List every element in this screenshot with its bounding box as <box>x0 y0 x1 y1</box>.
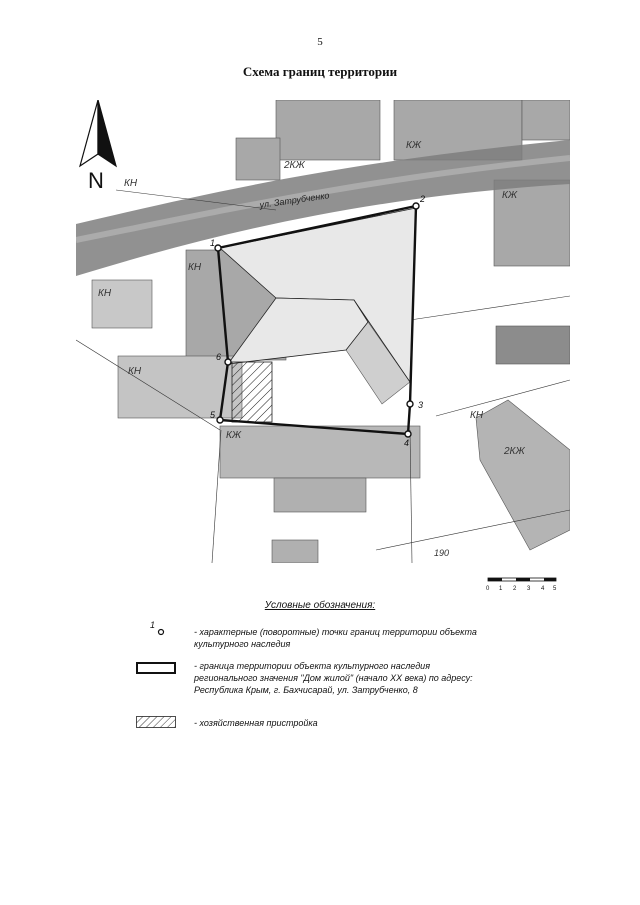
parcel-label-kzh-top: КЖ <box>406 140 422 151</box>
scale-tick-1: 1 <box>499 586 503 592</box>
building-corner <box>521 100 570 141</box>
north-arrow-icon <box>78 100 118 168</box>
scale-tick-4: 4 <box>541 586 545 592</box>
point-2 <box>412 202 420 210</box>
legend-title: Условные обозначения: <box>264 600 376 611</box>
point-6 <box>224 358 232 366</box>
building-top-center <box>275 100 381 161</box>
scale-tick-3: 3 <box>527 586 531 592</box>
point-label-3: 3 <box>418 400 423 410</box>
street-lane <box>76 155 570 243</box>
outbuilding-hatch <box>231 361 273 423</box>
parcel-label-kn-right: КН <box>470 410 484 421</box>
parcel-label-kn-left: КН <box>98 288 112 299</box>
contour-label: 190 <box>434 548 449 558</box>
parcel-label-kzh-right: КЖ <box>502 190 518 201</box>
cadastral-lines <box>76 189 570 563</box>
point-label-2: 2 <box>419 194 425 204</box>
parcel-label-kzh-south: КЖ <box>226 430 242 441</box>
point-label-1: 1 <box>210 238 215 248</box>
legend-text-hatch: - хозяйственная пристройка <box>194 718 318 728</box>
page-number: 5 <box>317 36 323 48</box>
scale-tick-5: 5 <box>553 586 557 592</box>
parcel-label-kn-house: КН <box>188 262 202 273</box>
building-bottom <box>271 539 319 563</box>
scale-bar: 0 1 2 3 4 5 <box>486 576 560 596</box>
building-right <box>493 179 570 267</box>
map-canvas: 1 2 3 4 5 6 N ул. Затрубченко КН 2КЖ КЖ … <box>76 100 570 563</box>
scale-tick-2: 2 <box>513 586 517 592</box>
parcel-2kzh-right <box>475 399 570 551</box>
point-label-5: 5 <box>210 410 216 420</box>
point-4 <box>404 430 412 438</box>
building-south <box>273 477 367 513</box>
building-top-left <box>235 137 281 181</box>
legend-text-point: - характерные (поворотные) точки границ … <box>194 627 477 649</box>
parcel-kzh-south <box>219 425 421 479</box>
boundary-box-icon <box>136 662 176 674</box>
point-marker-icon: 1 <box>150 620 170 640</box>
parcel-label-2kzh-top: 2КЖ <box>283 160 305 171</box>
legend-text-boundary: - граница территории объекта культурного… <box>194 661 473 695</box>
point-label-6: 6 <box>216 352 221 362</box>
parcel-label-2kzh-right: 2КЖ <box>503 446 525 457</box>
point-1 <box>214 244 222 252</box>
point-3 <box>406 400 414 408</box>
parcel-kn-left <box>91 279 153 329</box>
page-title: Схема границ территории <box>242 64 398 79</box>
hatch-box-icon <box>136 716 176 730</box>
territory-map: 1 2 3 4 5 6 N ул. Затрубченко КН 2КЖ КЖ … <box>76 100 570 563</box>
parcel-label-kn-top: КН <box>124 178 138 189</box>
point-5 <box>216 416 224 424</box>
building-right-dark <box>495 325 570 365</box>
scale-tick-0: 0 <box>486 586 490 592</box>
boundary-points <box>214 202 420 438</box>
legend-point-number: 1 <box>150 620 155 630</box>
point-label-4: 4 <box>404 438 409 448</box>
parcel-label-kn-lower: КН <box>128 366 142 377</box>
north-label: N <box>88 168 104 193</box>
main-house <box>219 207 417 384</box>
